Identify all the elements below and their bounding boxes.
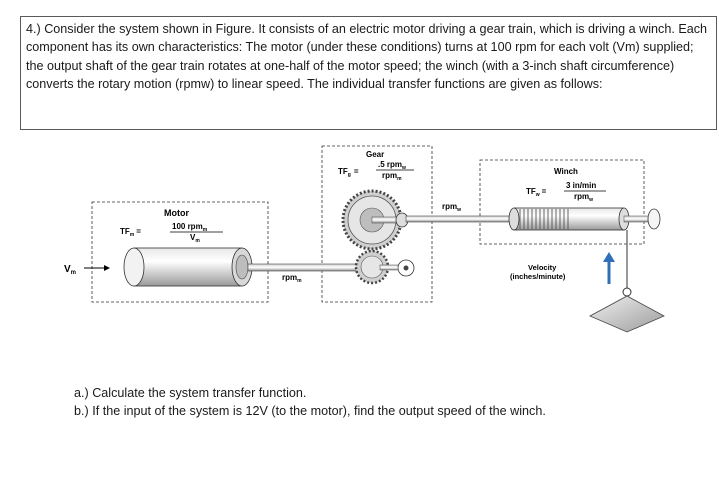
winch-tf-numerator: 3 in/min: [566, 181, 596, 190]
winch-hook: [622, 287, 632, 297]
gear-lower-hub-center: [403, 265, 409, 271]
gear-tf-numerator: .5 rpmw: [378, 160, 406, 171]
gear-tf-label: TFg=: [338, 167, 359, 178]
gear-lower-shaft: [379, 264, 399, 271]
motor-title: Motor: [164, 208, 189, 218]
motor-shaft: [247, 263, 367, 272]
motor-tf-denominator: Vm: [190, 233, 200, 244]
velocity-unit-label: (inches/minute): [510, 272, 566, 281]
velocity-label: Velocity: [528, 263, 557, 272]
winch-shaft: [405, 215, 525, 223]
winch-box: [479, 159, 645, 245]
winch-drum: [508, 207, 661, 231]
motor-drawing: [123, 247, 253, 287]
rpm-winch-label: rpmw: [442, 202, 461, 213]
question-b: b.) If the input of the system is 12V (t…: [74, 404, 546, 418]
gear-box: [321, 145, 433, 303]
winch-title: Winch: [554, 167, 578, 176]
rpm-motor-label: rpmm: [282, 273, 302, 284]
input-arrowhead: [104, 265, 110, 271]
motor-tf-numerator: 100 rpmm: [172, 222, 208, 233]
questions-list: a.) Calculate the system transfer functi…: [74, 384, 546, 420]
problem-frame: [20, 16, 717, 130]
winch-tf-denominator: rpmw: [574, 192, 593, 203]
question-a: a.) Calculate the system transfer functi…: [74, 386, 307, 400]
gear-title: Gear: [366, 150, 384, 159]
gear-tf-denominator: rpmm: [382, 171, 402, 182]
motor-tf-label: TFm=: [120, 227, 141, 238]
winch-base: [589, 295, 665, 333]
system-figure: Vm Motor TFm= 100 rpmm Vm rpmm Gear TFg=…: [64, 145, 665, 333]
input-label: Vm: [64, 264, 76, 276]
motor-box: [91, 201, 269, 303]
problem-statement: 4.) Consider the system shown in Figure.…: [26, 22, 708, 91]
winch-tf-label: TFw=: [526, 187, 547, 198]
velocity-arrowhead-icon: [603, 252, 615, 262]
